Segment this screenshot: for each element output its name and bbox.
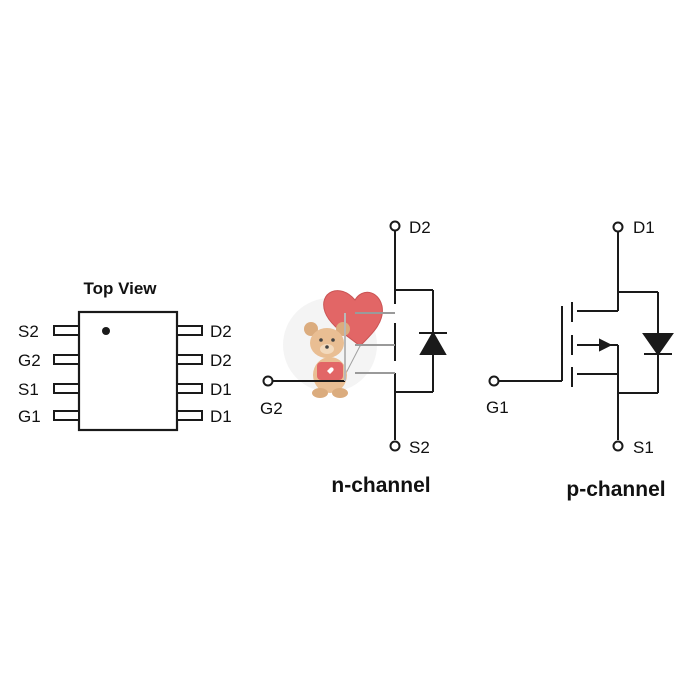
pin-stub-right-1 — [176, 325, 203, 336]
channel-arrow-icon — [599, 338, 613, 352]
pin-label-left-4: G1 — [18, 407, 41, 426]
body-diode-icon — [642, 333, 674, 356]
pin-stub-left-2 — [53, 354, 80, 365]
drain-terminal — [389, 220, 401, 232]
package-body — [77, 310, 179, 432]
p-channel-mosfet — [488, 221, 674, 452]
pin-stub-left-1 — [53, 325, 80, 336]
pin-label-left-1: S2 — [18, 322, 39, 341]
body-diode-icon — [419, 330, 447, 355]
pin-stub-left-4 — [53, 410, 80, 421]
pin-stub-right-3 — [176, 383, 203, 394]
gate-terminal — [262, 375, 274, 387]
pin1-dot — [102, 327, 110, 335]
n-channel-mosfet — [262, 220, 447, 452]
pin-stub-right-4 — [176, 410, 203, 421]
p-gate-label: G1 — [486, 398, 509, 417]
n-source-label: S2 — [409, 438, 430, 457]
p-channel-caption: p-channel — [566, 478, 665, 501]
source-terminal — [612, 440, 624, 452]
package-title: Top View — [83, 279, 157, 298]
ic-package: Top View S2 G2 S1 G1 D2 D2 D1 D1 — [18, 279, 232, 432]
pin-label-right-4: D1 — [210, 407, 232, 426]
drain-terminal — [612, 221, 624, 233]
pin-stub-left-3 — [53, 383, 80, 394]
n-channel-caption: n-channel — [331, 474, 430, 497]
p-source-label: S1 — [633, 438, 654, 457]
pin-stub-right-2 — [176, 354, 203, 365]
n-drain-label: D2 — [409, 218, 431, 237]
source-terminal — [389, 440, 401, 452]
gate-terminal — [488, 375, 500, 387]
teddy-bear-watermark-icon — [283, 290, 383, 398]
p-drain-label: D1 — [633, 218, 655, 237]
pin-label-right-1: D2 — [210, 322, 232, 341]
n-gate-label: G2 — [260, 399, 283, 418]
pin-label-right-2: D2 — [210, 351, 232, 370]
pin-label-left-3: S1 — [18, 380, 39, 399]
pin-label-right-3: D1 — [210, 380, 232, 399]
pin-label-left-2: G2 — [18, 351, 41, 370]
